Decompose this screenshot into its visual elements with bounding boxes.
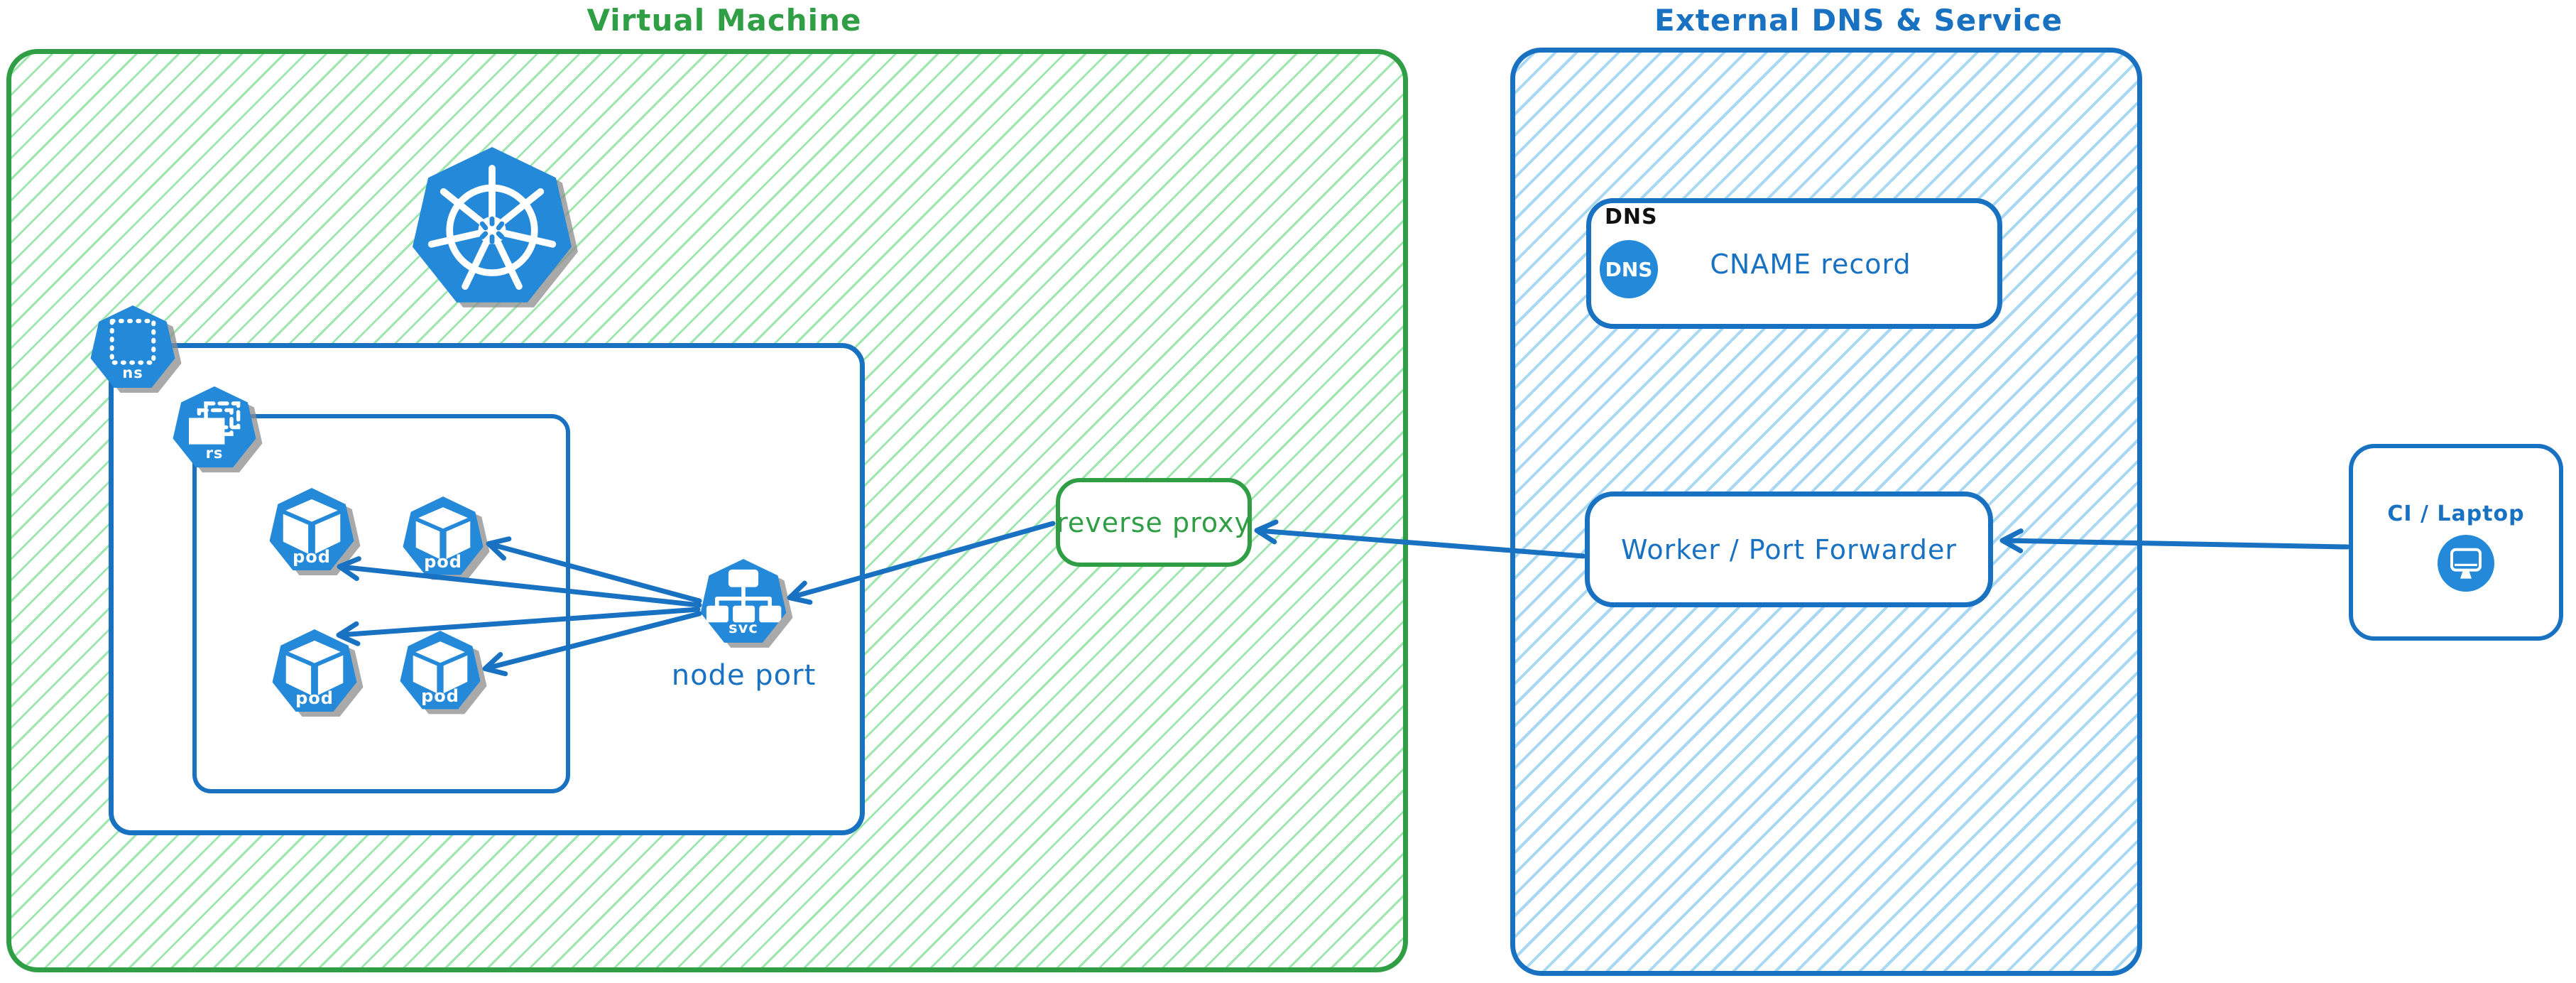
cname-record-label: CNAME record <box>1710 249 1911 280</box>
virtual-machine-title: Virtual Machine <box>586 3 862 38</box>
replicaset-icon-label: rs <box>205 444 224 462</box>
pod-node: pod <box>271 629 364 717</box>
external-dns-group-title: External DNS & Service <box>1654 3 2063 38</box>
pod-label: pod <box>421 685 459 706</box>
replicaset-icon: rs <box>172 386 263 473</box>
monitor-icon <box>2438 535 2494 592</box>
dns-tag-label: DNS <box>1605 205 1658 229</box>
dns-badge-label: DNS <box>1605 257 1653 281</box>
pod-node: pod <box>399 631 487 715</box>
pod-label: pod <box>295 688 334 709</box>
ci-laptop-box <box>2349 444 2563 641</box>
ci-laptop-label: CI / Laptop <box>2387 501 2525 526</box>
pod-label: pod <box>293 547 331 567</box>
dns-badge-icon: DNS <box>1600 240 1658 298</box>
reverse-proxy-label: reverse proxy <box>1057 506 1251 538</box>
reverse-proxy-box: reverse proxy <box>1056 478 1252 567</box>
namespace-icon-label: ns <box>122 364 143 382</box>
node-port-label: node port <box>671 659 817 692</box>
worker-port-forwarder-label: Worker / Port Forwarder <box>1620 533 1958 565</box>
kubernetes-logo-icon <box>410 147 579 310</box>
pod-node: pod <box>268 488 361 576</box>
namespace-icon: ns <box>89 305 182 393</box>
pod-node: pod <box>402 496 490 580</box>
service-icon-label: svc <box>728 619 758 637</box>
worker-port-forwarder-box: Worker / Port Forwarder <box>1585 492 1993 607</box>
service-icon: svc <box>699 559 793 648</box>
